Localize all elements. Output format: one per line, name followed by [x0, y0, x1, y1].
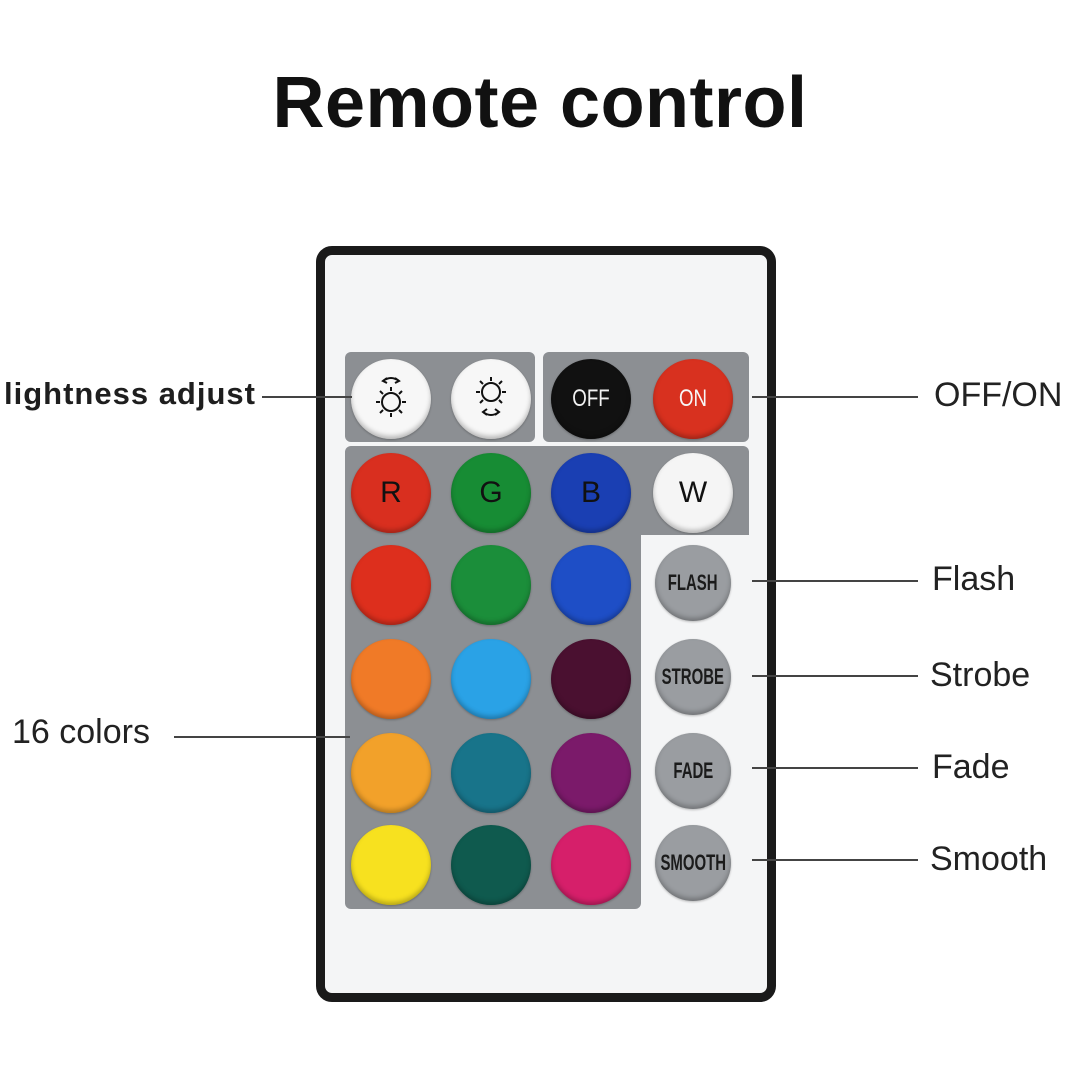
callout-smooth: Smooth [930, 840, 1048, 878]
page-title: Remote control [272, 63, 808, 143]
on-button[interactable]: ON [653, 359, 733, 439]
callout-line-fade [752, 767, 918, 769]
mode-button-fade[interactable]: FADE [655, 733, 731, 809]
callout-lightness-adjust: lightness adjust [4, 376, 256, 411]
callout-16-colors: 16 colors [12, 713, 150, 751]
mode-label: SMOOTH [660, 850, 726, 875]
rgbw-button-2[interactable]: B [551, 453, 631, 533]
brightness-down-icon [469, 372, 513, 427]
brightness-down-button[interactable] [451, 359, 531, 439]
color-button-r2-c0[interactable] [351, 733, 431, 813]
mode-button-flash[interactable]: FLASH [655, 545, 731, 621]
color-button-r3-c1[interactable] [451, 825, 531, 905]
rgbw-label: B [580, 476, 601, 509]
callout-line-lightness [262, 396, 352, 398]
color-button-r1-c1[interactable] [451, 639, 531, 719]
off-button[interactable]: OFF [551, 359, 631, 439]
on-label: ON [678, 385, 708, 412]
rgbw-button-0[interactable]: R [351, 453, 431, 533]
mode-label: FADE [673, 758, 713, 783]
color-button-r0-c2[interactable] [551, 545, 631, 625]
rgbw-button-1[interactable]: G [451, 453, 531, 533]
mode-button-smooth[interactable]: SMOOTH [655, 825, 731, 901]
callout-line-off-on [752, 396, 918, 398]
mode-label: STROBE [661, 664, 725, 689]
rgbw-label: W [678, 476, 708, 509]
color-button-r0-c1[interactable] [451, 545, 531, 625]
brightness-up-button[interactable] [351, 359, 431, 439]
rgbw-label: R [380, 476, 402, 509]
callout-strobe: Strobe [930, 656, 1031, 694]
callout-line-smooth [752, 859, 918, 861]
color-button-r3-c0[interactable] [351, 825, 431, 905]
callout-line-flash [752, 580, 918, 582]
mode-button-strobe[interactable]: STROBE [655, 639, 731, 715]
remote-control: OFF ON R G B W FLASH STROBE FADE SMOOTH [316, 246, 776, 1002]
rgbw-label: G [479, 476, 503, 509]
color-button-r0-c0[interactable] [351, 545, 431, 625]
color-button-r2-c2[interactable] [551, 733, 631, 813]
color-button-r1-c0[interactable] [351, 639, 431, 719]
callout-off-on: OFF/ON [934, 376, 1063, 414]
color-button-r1-c2[interactable] [551, 639, 631, 719]
color-button-r2-c1[interactable] [451, 733, 531, 813]
callout-line-16-colors [174, 736, 350, 738]
callout-fade: Fade [932, 748, 1010, 786]
brightness-up-icon [369, 372, 413, 427]
rgbw-button-3[interactable]: W [653, 453, 733, 533]
callout-line-strobe [752, 675, 918, 677]
off-label: OFF [572, 385, 610, 412]
callout-flash: Flash [932, 560, 1016, 598]
mode-label: FLASH [668, 570, 718, 595]
color-button-r3-c2[interactable] [551, 825, 631, 905]
